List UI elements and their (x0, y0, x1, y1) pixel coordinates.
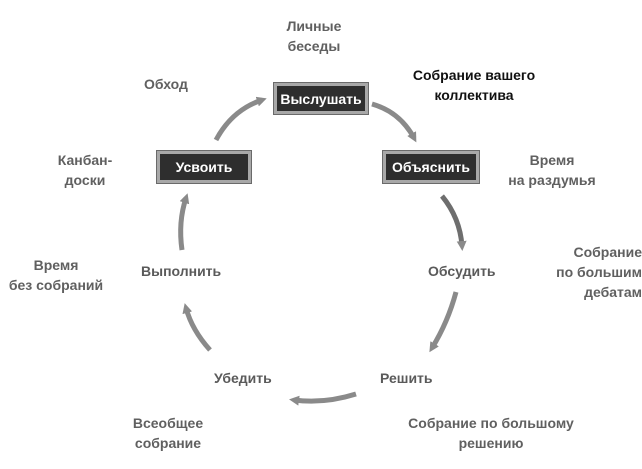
stage-convince-label: Убедить (214, 370, 272, 386)
note-team-meeting-line-2: коллектива (434, 87, 514, 103)
note-decision-meeting: Собрание по большому решению (405, 413, 577, 453)
note-personal-line-2: беседы (287, 38, 341, 54)
note-team-meeting-line-1: Собрание вашего (412, 67, 536, 83)
note-think-time-line-1: Время (529, 152, 575, 168)
stage-explain-box: Объяснить (382, 150, 480, 184)
note-kanban: Канбан- доски (50, 150, 120, 190)
note-decision-meeting-line-2: решению (458, 435, 524, 451)
note-no-meetings: Время без собраний (4, 255, 108, 295)
note-no-meetings-line-2: без собраний (8, 277, 104, 293)
stage-listen-box: Выслушать (273, 82, 369, 115)
note-personal-line-1: Личные (286, 18, 342, 34)
note-debate-meeting-line-1: Собрание (573, 244, 642, 260)
stage-execute-label: Выполнить (141, 263, 222, 279)
stage-listen-label: Выслушать (280, 90, 362, 107)
arrow-execute-to-absorb (178, 193, 190, 251)
stage-absorb-label: Усвоить (175, 159, 233, 175)
note-all-hands-line-1: Всеобщее (132, 415, 204, 431)
note-decision-meeting-line-1: Собрание по большому (408, 415, 574, 431)
note-all-hands: Всеобщее собрание (120, 413, 216, 453)
note-all-hands-line-2: собрание (134, 435, 202, 451)
note-kanban-line-1: Канбан- (57, 152, 113, 168)
arrow-explain-to-discuss (440, 194, 467, 251)
note-debate-meeting: Собрание по большим дебатам (532, 242, 642, 302)
note-personal: Личные беседы (264, 16, 364, 56)
note-kanban-line-2: доски (64, 172, 106, 188)
arrow-listen-to-explain (371, 101, 417, 143)
note-no-meetings-line-1: Время (33, 257, 79, 273)
stage-explain-label: Объяснить (391, 159, 471, 175)
note-team-meeting: Собрание вашего коллектива (404, 65, 544, 105)
note-debate-meeting-line-2: по большим (556, 264, 642, 280)
arrow-decide-to-convince (289, 391, 357, 406)
stage-absorb-box: Усвоить (156, 150, 252, 184)
arrow-absorb-to-listen (213, 96, 267, 142)
note-think-time-line-2: на раздумья (508, 172, 596, 188)
note-walkaround: Обход (136, 74, 196, 94)
note-think-time: Время на раздумья (504, 150, 600, 190)
note-debate-meeting-line-3: дебатам (584, 284, 642, 300)
stage-discuss-label: Обсудить (428, 263, 496, 279)
stage-decide-label: Решить (380, 370, 433, 386)
arrow-convince-to-execute (182, 303, 212, 352)
arrow-discuss-to-decide (429, 291, 459, 353)
note-walkaround-line-1: Обход (144, 76, 188, 92)
